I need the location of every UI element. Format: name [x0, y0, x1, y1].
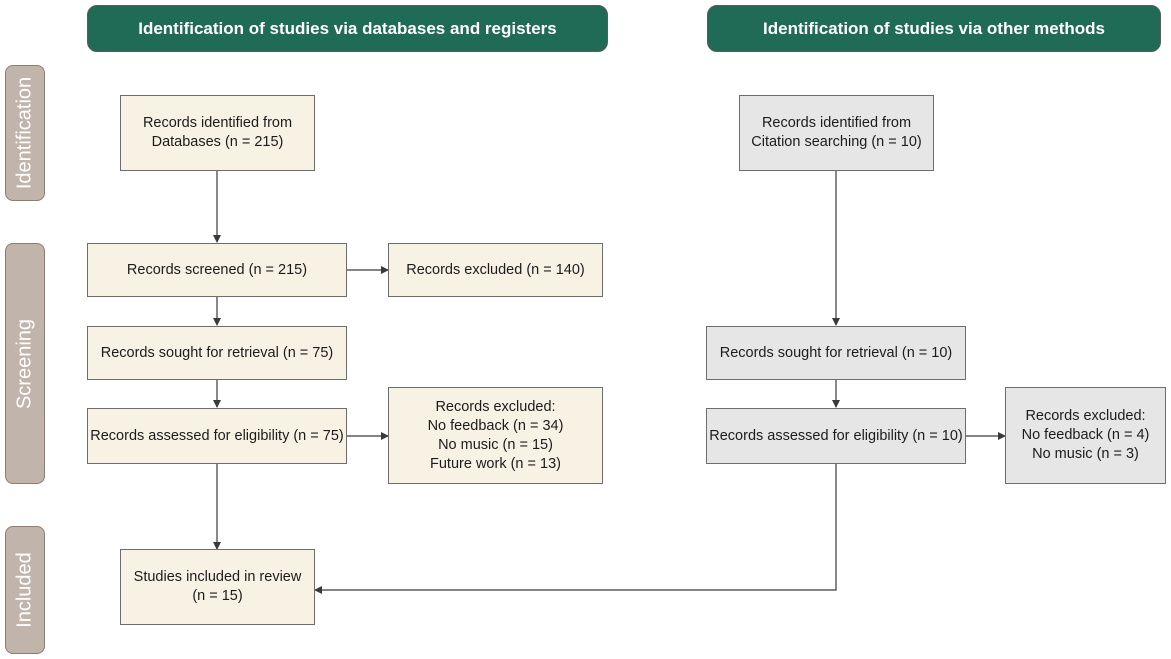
box-records-identified-citation: Records identified from Citation searchi… [739, 95, 934, 171]
header-databases: Identification of studies via databases … [87, 5, 608, 52]
box-records-excluded: Records excluded (n = 140) [388, 243, 603, 297]
phase-included: Included [5, 526, 45, 654]
box-line: Databases (n = 215) [151, 134, 284, 150]
box-line: Records assessed for eligibility (n = 75… [90, 427, 344, 444]
box-studies-included: Studies included in review (n = 15) [120, 549, 315, 625]
box-line: Records identified from [761, 115, 912, 131]
box-right-records-assessed: Records assessed for eligibility (n = 10… [706, 408, 966, 464]
header-other-methods-label: Identification of studies via other meth… [763, 18, 1105, 38]
box-excluded-reasons: Records excluded: No feedback (n = 34) N… [388, 387, 603, 484]
box-line: No music (n = 3) [1032, 446, 1139, 462]
box-line: Records identified from [142, 115, 293, 131]
box-line: Records excluded: [1025, 408, 1146, 424]
phase-screening: Screening [5, 243, 45, 484]
box-records-assessed: Records assessed for eligibility (n = 75… [87, 408, 347, 464]
box-line: Records excluded: [435, 398, 556, 415]
box-line: Records sought for retrieval (n = 10) [719, 344, 953, 361]
box-line: Citation searching (n = 10) [751, 134, 922, 150]
box-line: No music (n = 15) [438, 436, 553, 453]
box-records-screened: Records screened (n = 215) [87, 243, 347, 297]
box-line: Records sought for retrieval (n = 75) [100, 344, 334, 361]
box-line: Records screened (n = 215) [126, 261, 308, 278]
phase-identification: Identification [5, 65, 45, 201]
box-records-sought: Records sought for retrieval (n = 75) [87, 326, 347, 380]
box-line: Records assessed for eligibility (n = 10… [709, 427, 963, 444]
box-line: Studies included in review [133, 569, 302, 585]
box-line: (n = 15) [192, 588, 243, 604]
box-line: Records excluded (n = 140) [406, 261, 585, 278]
box-right-excluded-reasons: Records excluded: No feedback (n = 4) No… [1005, 387, 1166, 484]
arrow-right-assessed-to-included [314, 464, 837, 594]
box-records-identified-databases: Records identified from Databases (n = 2… [120, 95, 315, 171]
header-other-methods: Identification of studies via other meth… [707, 5, 1161, 52]
header-databases-label: Identification of studies via databases … [138, 18, 557, 38]
box-right-records-sought: Records sought for retrieval (n = 10) [706, 326, 966, 380]
box-line: No feedback (n = 4) [1021, 427, 1150, 443]
box-line: No feedback (n = 34) [427, 417, 564, 434]
box-line: Future work (n = 13) [430, 455, 561, 472]
